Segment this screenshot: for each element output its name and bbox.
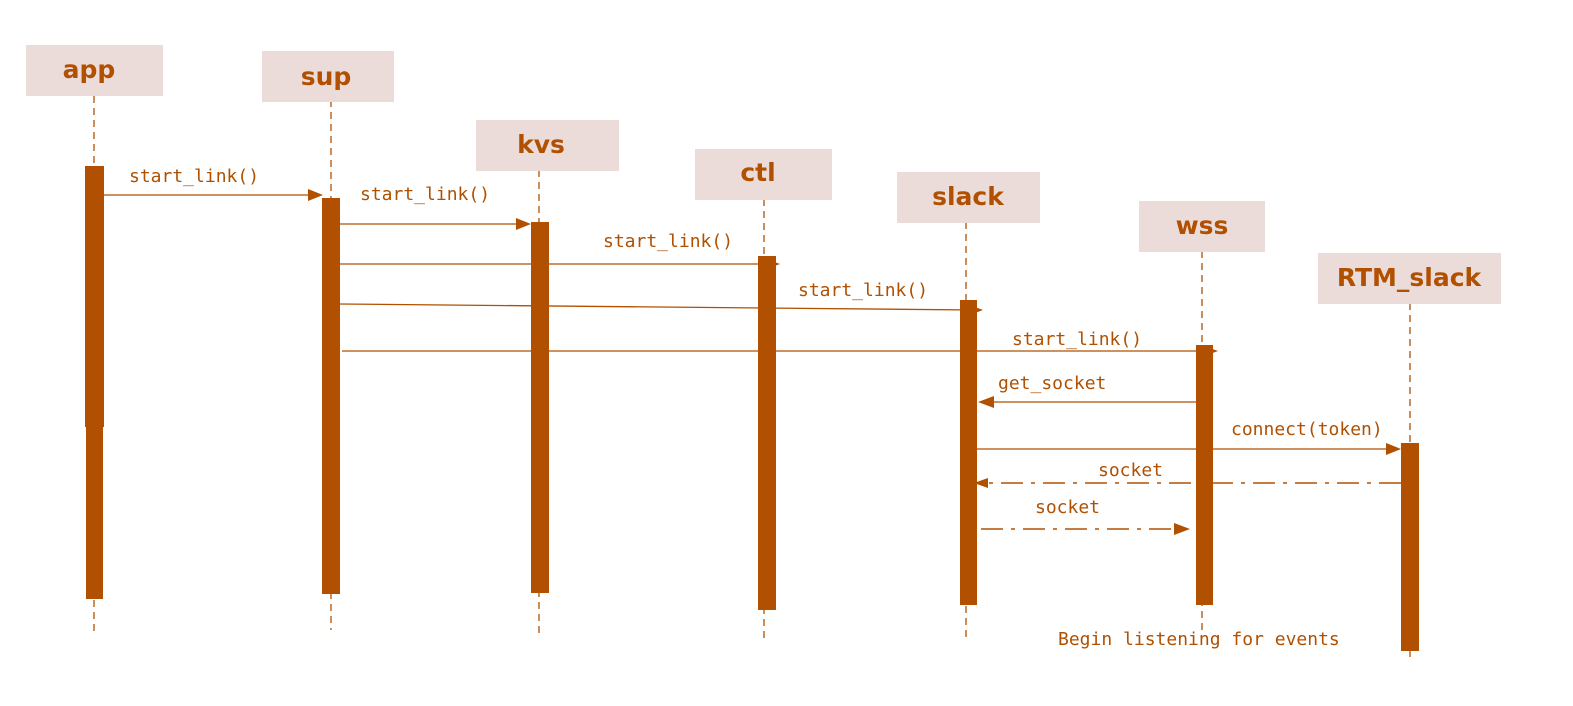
actor-ctl: ctl xyxy=(695,149,832,200)
actor-app-label: app xyxy=(63,55,116,84)
activation-rtm-slack xyxy=(1401,443,1419,651)
message-sup-to-wss: start_link() xyxy=(342,329,1218,354)
actor-kvs: kvs xyxy=(476,120,619,171)
message-sup-to-slack-label: start_link() xyxy=(798,280,928,301)
message-app-to-sup: start_link() xyxy=(104,166,323,201)
arrowhead-right-icon xyxy=(975,307,983,313)
message-sup-to-slack: start_link() xyxy=(339,280,983,313)
actor-sup: sup xyxy=(262,51,394,102)
actor-slack-label: slack xyxy=(932,182,1005,211)
activation-wss xyxy=(1196,345,1213,605)
actor-slack: slack xyxy=(897,172,1040,223)
actor-wss: wss xyxy=(1139,201,1265,252)
message-slack-to-rtm-label: connect(token) xyxy=(1231,419,1383,440)
activations xyxy=(85,166,1419,651)
actor-rtm-slack-label: RTM_slack xyxy=(1337,263,1483,292)
message-sup-to-ctl: start_link() xyxy=(340,231,780,267)
arrowhead-left-icon xyxy=(978,396,994,408)
activation-sup xyxy=(322,198,340,594)
message-sup-to-ctl-label: start_link() xyxy=(603,231,733,252)
arrowhead-right-icon xyxy=(1386,443,1401,455)
arrowhead-left-icon xyxy=(974,478,988,488)
actor-ctl-label: ctl xyxy=(740,158,775,187)
arrowhead-right-icon xyxy=(1210,348,1218,354)
activation-kvs xyxy=(531,222,549,593)
message-slack-to-wss-label: socket xyxy=(1035,497,1100,518)
message-sup-to-kvs-label: start_link() xyxy=(360,184,490,205)
messages: start_link() start_link() start_link() s… xyxy=(104,166,1401,535)
activation-app-lower xyxy=(86,425,103,599)
actor-rtm-slack: RTM_slack xyxy=(1318,253,1501,304)
message-wss-to-slack: get_socket xyxy=(978,373,1196,408)
activation-ctl xyxy=(758,256,776,610)
actor-kvs-label: kvs xyxy=(517,130,565,159)
message-rtm-to-slack: socket xyxy=(974,460,1401,488)
arrowhead-right-icon xyxy=(1174,523,1190,535)
message-slack-to-wss: socket xyxy=(981,497,1190,535)
message-app-to-sup-label: start_link() xyxy=(129,166,259,187)
activation-app-upper xyxy=(85,166,104,427)
message-rtm-to-slack-label: socket xyxy=(1098,460,1163,481)
message-sup-to-kvs: start_link() xyxy=(340,184,531,230)
activation-slack xyxy=(960,300,977,605)
actor-app: app xyxy=(26,45,163,96)
actors: app sup kvs ctl slack wss RTM_slack xyxy=(26,45,1501,304)
arrowhead-right-icon xyxy=(516,218,531,230)
arrowhead-right-icon xyxy=(772,261,780,267)
message-sup-to-wss-label: start_link() xyxy=(1012,329,1142,350)
actor-wss-label: wss xyxy=(1176,211,1229,240)
note-begin-listening: Begin listening for events xyxy=(1058,629,1340,650)
arrowhead-right-icon xyxy=(308,189,323,201)
message-slack-to-rtm: connect(token) xyxy=(977,419,1401,455)
message-wss-to-slack-label: get_socket xyxy=(998,373,1106,394)
actor-sup-label: sup xyxy=(301,62,352,91)
